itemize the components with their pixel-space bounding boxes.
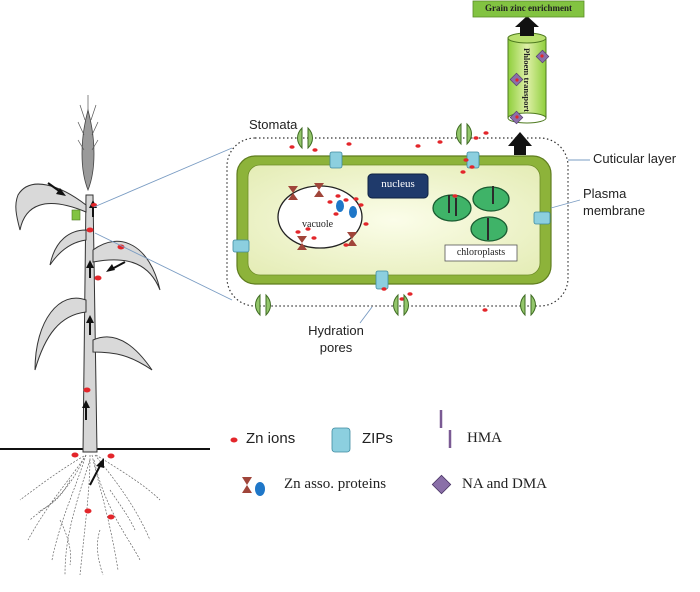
zoom-line-top (93, 147, 233, 208)
legend-zn-ions-label: Zn ions (246, 430, 296, 447)
chloroplasts-label-box (444, 244, 518, 262)
na-dma-complexes (509, 49, 550, 125)
chloroplast-group (432, 186, 510, 242)
grain-banner (472, 0, 585, 18)
stoma (456, 122, 472, 146)
grain-spike (77, 95, 99, 192)
plant-zn-ions (71, 203, 125, 520)
export-arrow (508, 132, 532, 155)
nucleus (367, 173, 429, 199)
hydration-pore (393, 293, 409, 317)
legend-zn-ion-swatch (230, 437, 238, 443)
cuticular-layer-label: Cuticular layer (593, 151, 677, 166)
zip-transporter (533, 211, 551, 225)
chloroplast (472, 186, 510, 212)
plasma-membrane-label: Plasma membrane (583, 186, 646, 218)
legend-hma-label: HMA (467, 430, 503, 446)
nucleus-label: nucleus (381, 178, 415, 190)
zip-transporter (232, 239, 250, 253)
legend-hma-swatch (439, 410, 452, 448)
legend-protein-swatch (242, 477, 265, 496)
phloem-tube (472, 0, 585, 125)
hydration-pore (255, 293, 271, 317)
cell-zn-ions (289, 131, 489, 312)
legend-zn-proteins-label: Zn asso. proteins (284, 476, 387, 492)
stomata-pores (255, 122, 536, 317)
zoom-line-bottom (94, 232, 233, 301)
legend (230, 410, 452, 496)
zip-transporters (232, 151, 551, 290)
leaves (15, 183, 161, 371)
legend-na-dma-label: NA and DMA (462, 476, 547, 492)
grain-arrow (515, 16, 539, 36)
legend-zip-swatch (331, 427, 351, 453)
plasma-leader (550, 199, 581, 209)
stoma (297, 126, 313, 150)
chloroplast (432, 194, 472, 222)
legend-na-dma-swatch (431, 474, 452, 495)
sample-point-marker (71, 209, 81, 221)
phloem-label: Phloem transport (522, 48, 532, 112)
zip-transporter (375, 270, 389, 290)
grain-label: Grain zinc enrichment (485, 3, 572, 13)
plant (0, 95, 233, 576)
hydration-pores-label: Hydration pores (308, 323, 364, 355)
cuticle-boundary (226, 137, 569, 307)
leaf-cell (226, 122, 590, 324)
chloroplasts-label: chloroplasts (456, 247, 506, 258)
hydration-leader (359, 306, 373, 324)
stomata-label: Stomata (249, 117, 298, 132)
roots (19, 454, 161, 576)
vacuole-label: vacuole (302, 219, 334, 230)
hydration-pore (520, 293, 536, 317)
zn-associated-proteins (288, 183, 357, 250)
zip-transporter (329, 151, 343, 169)
legend-zips-label: ZIPs (362, 430, 393, 447)
